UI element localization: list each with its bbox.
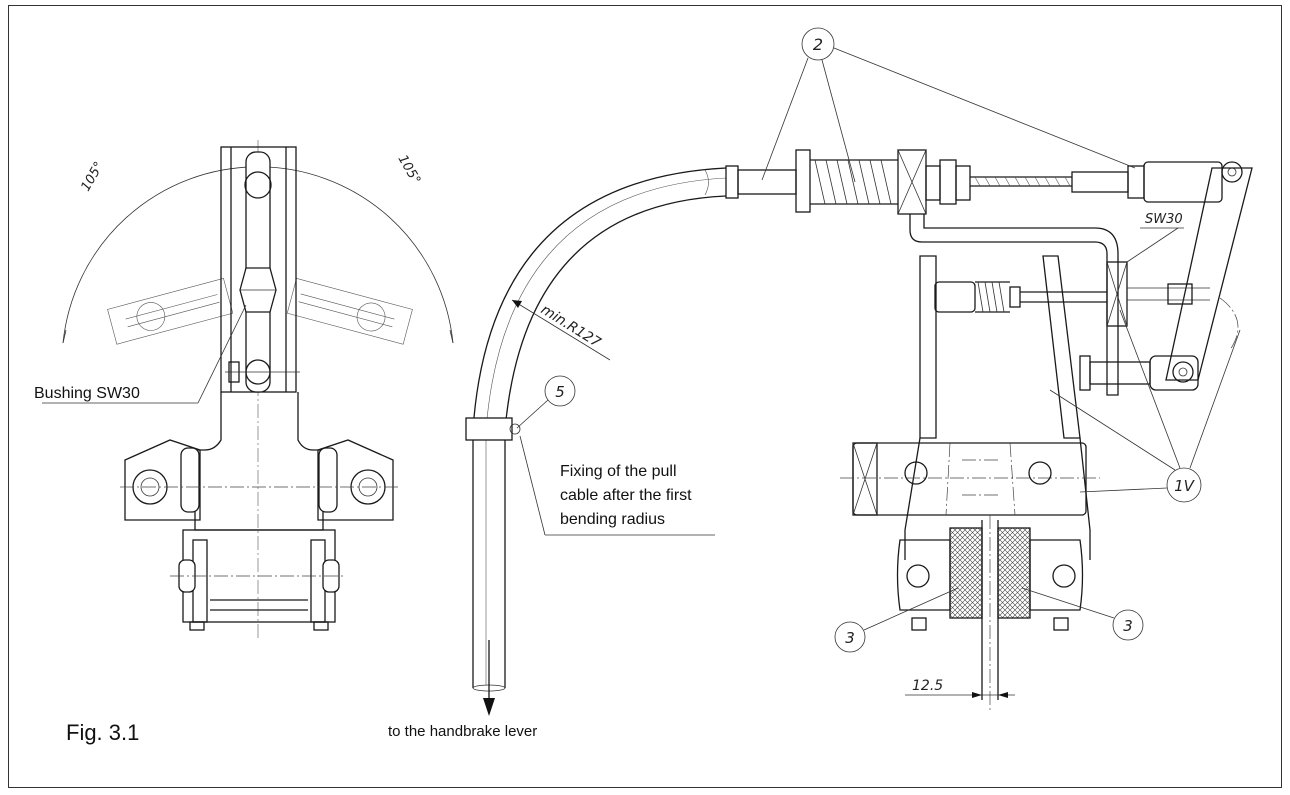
ghost-lever-right — [286, 278, 413, 345]
callout-2: 2 — [761, 27, 1136, 183]
sw30-label: SW30 — [1145, 212, 1183, 227]
svg-text:1V: 1V — [1174, 477, 1196, 495]
cable-sheath-inner — [504, 195, 727, 688]
cable-sheath-outer — [472, 167, 727, 688]
svg-text:3: 3 — [1123, 617, 1133, 635]
callout-1v: 1V — [1049, 309, 1241, 503]
handbrake-arrow — [483, 698, 495, 716]
callout-3-right: 3 — [1021, 587, 1144, 641]
clevis-top — [1143, 161, 1223, 203]
ghost-lever-left — [107, 278, 234, 345]
svg-text:5: 5 — [555, 383, 565, 401]
callout-5: 5 — [516, 375, 576, 429]
frame-left-plate — [919, 255, 937, 439]
bushing-label: Bushing SW30 — [34, 385, 140, 402]
angle-right-label: 105° — [395, 153, 424, 188]
handbrake-label: to the handbrake lever — [388, 723, 537, 740]
min-radius-label: min.R127 — [538, 302, 604, 351]
sw30-nut — [1106, 261, 1128, 327]
rubber-right — [997, 527, 1031, 619]
svg-text:2: 2 — [813, 35, 823, 54]
drawing-frame — [8, 5, 1282, 788]
clevis-bottom — [1149, 355, 1199, 391]
frame-right-plate — [1042, 255, 1081, 439]
right-flange — [317, 439, 394, 521]
fixing-label-line3: bending radius — [560, 511, 665, 528]
small-spring — [975, 281, 1010, 313]
bottom-fork — [896, 539, 951, 611]
lower-housing — [194, 392, 324, 531]
cable-route: to the handbrake lever min.R127 5 Fixing… — [388, 167, 727, 740]
width-dimension-label: 12.5 — [912, 678, 943, 694]
cable-clamp — [465, 417, 513, 441]
fixing-label-line1: Fixing of the pull — [560, 463, 677, 480]
spring — [810, 159, 898, 205]
left-view: 105° 105° — [34, 140, 454, 640]
figure-label: Fig. 3.1 — [66, 720, 139, 745]
lever-plate — [852, 442, 1087, 516]
callout-3-left: 3 — [834, 587, 959, 653]
cable-bracket — [909, 214, 1119, 396]
rubber-left — [949, 527, 983, 619]
angle-left-label: 105° — [78, 159, 107, 194]
fixing-label-line2: cable after the first — [560, 487, 692, 504]
svg-text:3: 3 — [845, 629, 855, 647]
handbrake-lever — [1165, 167, 1253, 383]
right-assembly: SW30 — [725, 27, 1253, 710]
left-flange — [124, 439, 201, 521]
cable-end-fitting — [737, 169, 797, 195]
